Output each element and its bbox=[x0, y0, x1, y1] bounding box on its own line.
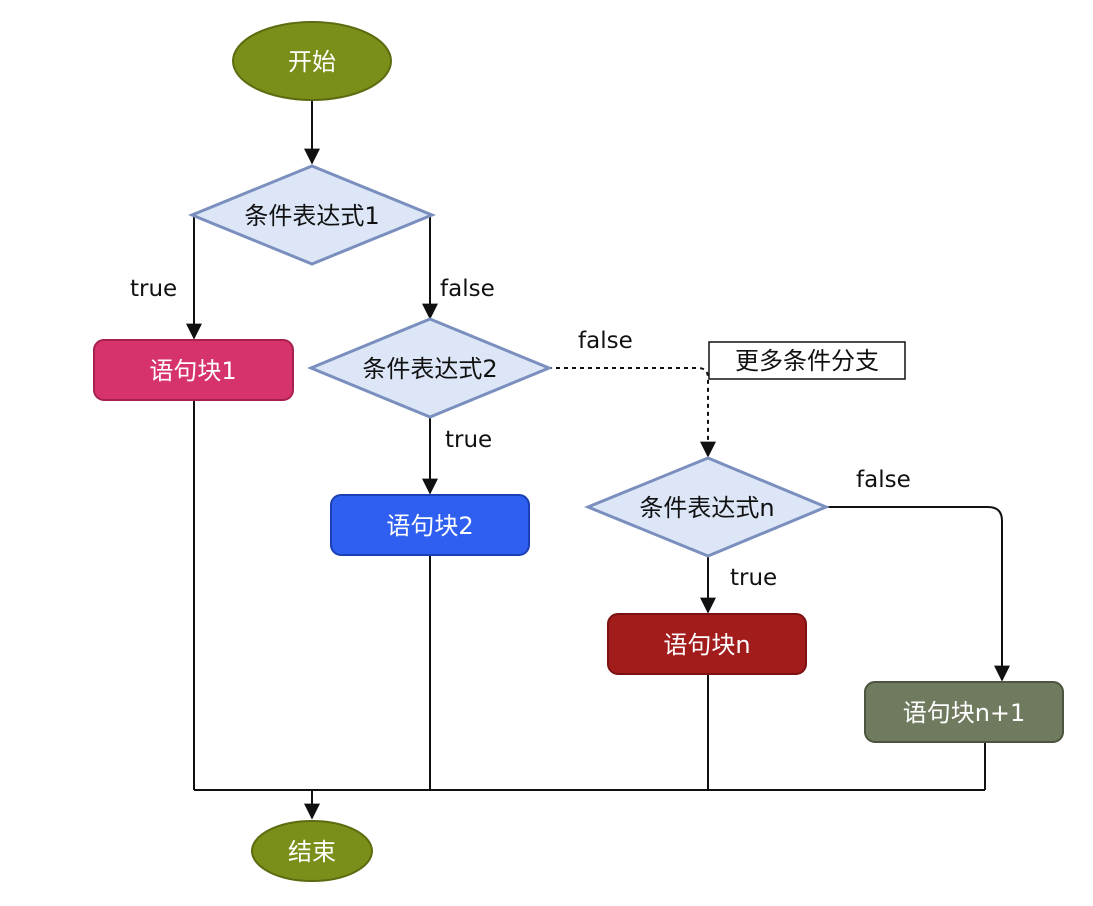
blockn-rect bbox=[607, 613, 807, 675]
block2-node: 语句块2 bbox=[330, 494, 530, 556]
start-node: 开始 bbox=[232, 21, 392, 101]
note-box bbox=[708, 341, 906, 380]
condn-false-label: false bbox=[856, 467, 911, 493]
cond1-label: 条件表达式1 bbox=[244, 202, 379, 230]
end-label: 结束 bbox=[288, 838, 336, 866]
cond2-label: 条件表达式2 bbox=[362, 355, 497, 383]
cond2-node: 条件表达式2 bbox=[307, 317, 553, 419]
block1-node: 语句块1 bbox=[93, 339, 294, 401]
edge-cond2-false bbox=[548, 367, 716, 458]
block2-rect bbox=[330, 494, 530, 556]
cond1-diamond bbox=[188, 164, 436, 266]
blockn-node: 语句块n bbox=[607, 613, 807, 675]
cond1-true-label: true bbox=[130, 276, 177, 302]
block1-label: 语句块1 bbox=[149, 357, 236, 385]
connectors bbox=[186, 100, 1010, 820]
start-ellipse bbox=[232, 21, 392, 101]
cond1-false-label: false bbox=[440, 276, 495, 302]
more-branches-note: 更多条件分支 bbox=[708, 341, 906, 380]
cond1-node: 条件表达式1 bbox=[188, 164, 436, 266]
cond2-diamond bbox=[307, 317, 553, 419]
block2-label: 语句块2 bbox=[386, 512, 473, 540]
condn-diamond bbox=[584, 456, 830, 558]
start-label: 开始 bbox=[288, 48, 336, 76]
condn-label: 条件表达式n bbox=[639, 494, 774, 522]
condn-node: 条件表达式n bbox=[584, 456, 830, 558]
blockn1-rect bbox=[864, 681, 1064, 743]
blockn1-label: 语句块n+1 bbox=[903, 699, 1026, 727]
block1-rect bbox=[93, 339, 294, 401]
blockn-label: 语句块n bbox=[663, 631, 750, 659]
condn-true-label: true bbox=[730, 565, 777, 591]
edge-condn-false bbox=[826, 506, 1010, 682]
end-ellipse bbox=[251, 820, 373, 882]
blockn1-node: 语句块n+1 bbox=[864, 681, 1064, 743]
cond2-false-label: false bbox=[578, 328, 633, 354]
end-node: 结束 bbox=[251, 820, 373, 882]
cond2-true-label: true bbox=[445, 427, 492, 453]
note-label: 更多条件分支 bbox=[735, 347, 879, 375]
